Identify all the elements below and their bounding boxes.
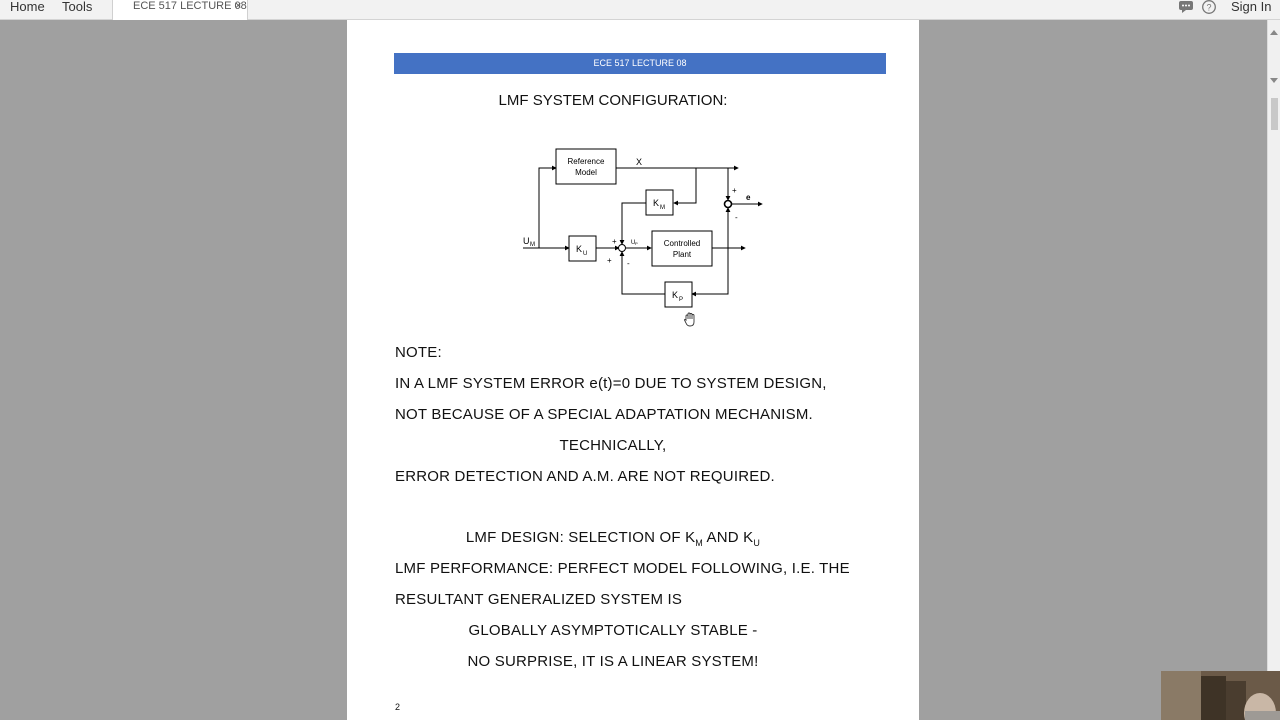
page-heading: LMF SYSTEM CONFIGURATION:	[498, 92, 728, 109]
note-label: NOTE:	[395, 344, 442, 361]
ku-subscript: U	[583, 251, 587, 257]
technically-text: TECHNICALLY,	[559, 437, 667, 454]
comment-icon[interactable]	[1178, 0, 1194, 14]
home-menu[interactable]: Home	[10, 0, 45, 14]
svg-text:?: ?	[1206, 3, 1211, 13]
note-text: ERROR DETECTION AND A.M. ARE NOT REQUIRE…	[395, 468, 775, 485]
lmf-design-line: LMF DESIGN: SELECTION OF KM AND KU	[347, 529, 879, 548]
top-toolbar: Home Tools ECE 517 LECTURE 08 × ? Sign I…	[0, 0, 1280, 20]
scroll-down-icon[interactable]	[1270, 78, 1278, 83]
scroll-up-icon[interactable]	[1270, 30, 1278, 35]
plus-sign: +	[612, 237, 617, 246]
sign-in-link[interactable]: Sign In	[1231, 0, 1272, 14]
reference-model-label: Model	[575, 168, 597, 177]
um-subscript: M	[530, 242, 535, 248]
plant-label: Controlled	[664, 239, 700, 248]
performance-text: LMF PERFORMANCE: PERFECT MODEL FOLLOWING…	[395, 560, 850, 577]
tab-close-button[interactable]: ×	[235, 0, 242, 12]
document-tab[interactable]: ECE 517 LECTURE 08 ×	[112, 0, 248, 20]
webcam-image	[1161, 671, 1280, 720]
performance-text: GLOBALLY ASYMPTOTICALLY STABLE -	[468, 622, 758, 639]
up-subscript: P	[635, 241, 638, 246]
document-page: ECE 517 LECTURE 08 LMF SYSTEM CONFIGURAT…	[347, 20, 919, 720]
reference-model-block	[555, 148, 617, 185]
input-summing-junction	[618, 244, 626, 252]
up-signal-label: U	[631, 240, 635, 246]
ku-block	[568, 235, 597, 262]
webcam-overlay	[1161, 671, 1280, 720]
hand-cursor-icon	[684, 312, 695, 327]
page-number: 2	[395, 702, 401, 712]
design-text: AND K	[703, 529, 754, 546]
ku-label: K	[576, 244, 582, 254]
block-diagram: Reference Model Controlled Plant X K M K…	[523, 148, 763, 308]
km-subscript: M	[660, 205, 665, 211]
vertical-scrollbar[interactable]	[1267, 20, 1280, 720]
note-text: IN A LMF SYSTEM ERROR e(t)=0 DUE TO SYST…	[395, 375, 827, 392]
design-subscript: M	[695, 538, 703, 548]
plus-sign: +	[732, 186, 737, 195]
minus-sign: -	[627, 259, 630, 268]
km-block	[645, 189, 674, 216]
tools-menu[interactable]: Tools	[62, 0, 93, 14]
minus-sign: -	[735, 213, 738, 222]
note-text: NOT BECAUSE OF A SPECIAL ADAPTATION MECH…	[395, 406, 813, 423]
error-summing-junction	[723, 199, 733, 209]
kp-block	[664, 281, 693, 308]
kp-label: K	[672, 290, 678, 300]
performance-text: RESULTANT GENERALIZED SYSTEM IS	[395, 591, 683, 608]
help-icon[interactable]: ?	[1201, 0, 1217, 14]
km-label: K	[653, 198, 659, 208]
kp-subscript: P	[679, 297, 683, 303]
design-subscript: U	[753, 538, 761, 548]
error-signal-label: e	[746, 193, 751, 202]
performance-text: NO SURPRISE, IT IS A LINEAR SYSTEM!	[467, 653, 759, 670]
x-signal-label: X	[636, 157, 642, 167]
tab-title: ECE 517 LECTURE 08	[133, 0, 247, 12]
lecture-header-bar: ECE 517 LECTURE 08	[394, 53, 886, 74]
scrollbar-thumb[interactable]	[1271, 98, 1278, 130]
plus-sign: +	[607, 256, 612, 265]
um-signal-label: U	[523, 236, 530, 246]
design-text: LMF DESIGN: SELECTION OF K	[465, 529, 696, 546]
controlled-plant-block	[651, 230, 713, 267]
plant-label: Plant	[673, 250, 692, 259]
reference-model-label: Reference	[568, 157, 605, 166]
